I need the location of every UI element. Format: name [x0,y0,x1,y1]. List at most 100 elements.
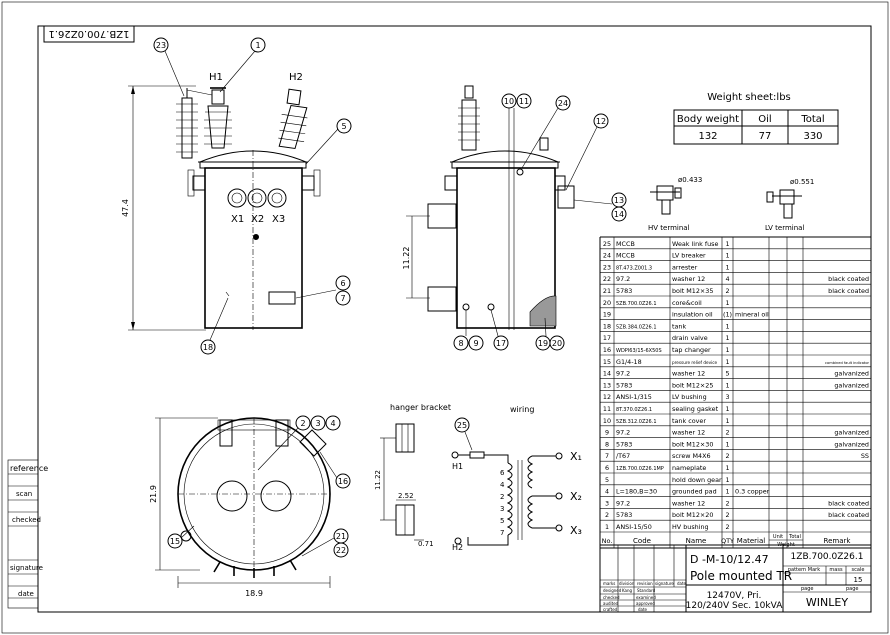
callout-4: 4 [330,419,335,428]
bom-cell-code: MCCB [616,252,635,260]
hanger-bracket: hanger bracket 11.22 2.52 0.71 [374,403,451,548]
bom-cell-no: 23 [603,263,611,271]
bom-cell-name: bolt M12×30 [672,440,713,448]
bom-cell-name: insulation oil [672,311,713,319]
tb-audited: audited [603,601,619,606]
front-view: 47.4 X1 X2 X3 H1 H2 [121,37,352,355]
bom-cell-code: 5ZB.700.0Z26.1 [616,301,657,307]
bom-cell-qty: 1 [725,476,729,484]
tb-designed: designed [603,588,622,593]
bom-cell-remark: black coated [828,511,869,519]
bom-cell-no: 13 [603,381,611,389]
tb-title1: D -M-10/12.47 [690,553,769,566]
callout-24: 24 [558,99,568,108]
front-height-dim: 47.4 [121,199,130,217]
tb-drawing-no: 1ZB.700.0Z26.1 [791,552,864,562]
weight-value-oil: 77 [759,131,772,142]
hanger-dim2: 2.52 [398,492,414,500]
tb-spec2: 120/240V Sec. 10kVA [686,601,784,611]
wiring-x2: X₂ [570,490,582,503]
tap-4: 4 [500,481,505,489]
side-view: 11.22 10 11 24 12 13 14 8 9 17 19 20 [402,85,627,351]
bom-cell-code: 8T.370.0Z26.1 [616,407,652,413]
tb-signature: signature [655,581,674,586]
bom-cell-name: hold down gear [672,476,722,484]
bom-cell-qty: 3 [725,393,729,401]
bom-cell-name: core&coil [672,299,702,307]
wiring-h2: H2 [452,543,463,552]
bom-cell-no: 4 [605,488,609,496]
bom-cell-name: LV bushing [672,393,707,401]
bom-cell-no: 22 [603,275,611,283]
bom-cell-qty: 1 [725,252,729,260]
lv-label-x2: X2 [251,214,264,225]
callout-8: 8 [458,339,463,348]
callout-3: 3 [315,419,320,428]
top-dim-width: 18.9 [245,589,263,598]
bom-header-total: Total [788,534,801,540]
hv-terminal-dim: ø0.433 [678,176,702,184]
weight-value-body: 132 [698,131,717,142]
bom-cell-qty: 2 [725,499,729,507]
lv-label-x3: X3 [272,214,285,225]
bom-cell-material: 0.3 copper [735,488,770,496]
bom-cell-qty: 2 [725,287,729,295]
callout-20: 20 [552,339,562,348]
strip-checked: checked [12,516,41,524]
callout-22: 22 [336,546,346,555]
hanger-dim1: 11.22 [374,470,382,490]
bom-cell-no: 14 [603,370,611,378]
tap-5: 5 [500,517,504,525]
tb-date: date [677,581,687,586]
bom-cell-qty: 1 [725,346,729,354]
bom-cell-no: 18 [603,322,611,330]
bom-cell-name: bolt M12×35 [672,287,713,295]
tb-kang: Kang [622,588,633,593]
wiring-diagram: wiring 25 H1 H2 X₁ X₂ X₃ 6 4 2 3 5 7 [451,405,582,552]
tb-mass: mass [829,567,843,573]
bom-cell-code: 5783 [616,287,632,295]
callout-14: 14 [614,210,624,219]
bom-cell-no: 1 [605,523,609,531]
callout-5: 5 [341,122,346,131]
bom-cell-name: grounded pad [672,488,717,496]
bom-cell-no: 5 [605,476,609,484]
bom-cell-code: 1ZB.700.0Z26.1MP [616,466,664,472]
bom-cell-qty: 1 [725,240,729,248]
lv-label-x1: X1 [231,214,244,225]
bom-cell-name: screw M4X6 [672,452,711,460]
strip-reference: reference [10,464,48,473]
callout-1: 1 [255,41,260,50]
top-view: 21.9 18.9 2 3 4 16 15 21 22 [149,415,351,598]
bom-cell-code: ANSI-1/315 [616,393,652,401]
callout-23: 23 [156,41,166,50]
bom-cell-qty: 2 [725,429,729,437]
bom-cell-qty: 1 [725,488,729,496]
tb-page2: page [846,586,859,592]
bom-cell-name: tank [672,322,686,330]
tb-company: WINLEY [806,596,848,609]
tap-7: 7 [500,529,504,537]
wiring-title: wiring [510,405,534,414]
bom-cell-remark: black coated [828,499,869,507]
strip-scan: scan [16,490,32,498]
bom-cell-qty: 1 [725,299,729,307]
bom-cell-material: mineral oil [735,311,769,319]
wiring-x3: X₃ [570,524,582,537]
callout-18: 18 [203,343,213,352]
callout-17: 17 [496,339,506,348]
bom-cell-qty: 5 [725,370,729,378]
left-strip: reference scan checked signature date [7,459,48,609]
tb-examined: examined [636,595,656,600]
tap-3: 3 [500,505,504,513]
bom-cell-remark: SS [861,452,869,460]
weight-sheet: Weight sheet:lbs Body weight Oil Total 1… [673,92,839,145]
bom-cell-remark: galvanized [834,429,869,437]
callout-11: 11 [519,97,529,106]
tb-scale-value: 15 [854,576,863,584]
bom-cell-remark: black coated [828,287,869,295]
callout-21: 21 [336,532,346,541]
top-dim-height: 21.9 [149,485,158,503]
tb-date2: date [638,607,648,612]
